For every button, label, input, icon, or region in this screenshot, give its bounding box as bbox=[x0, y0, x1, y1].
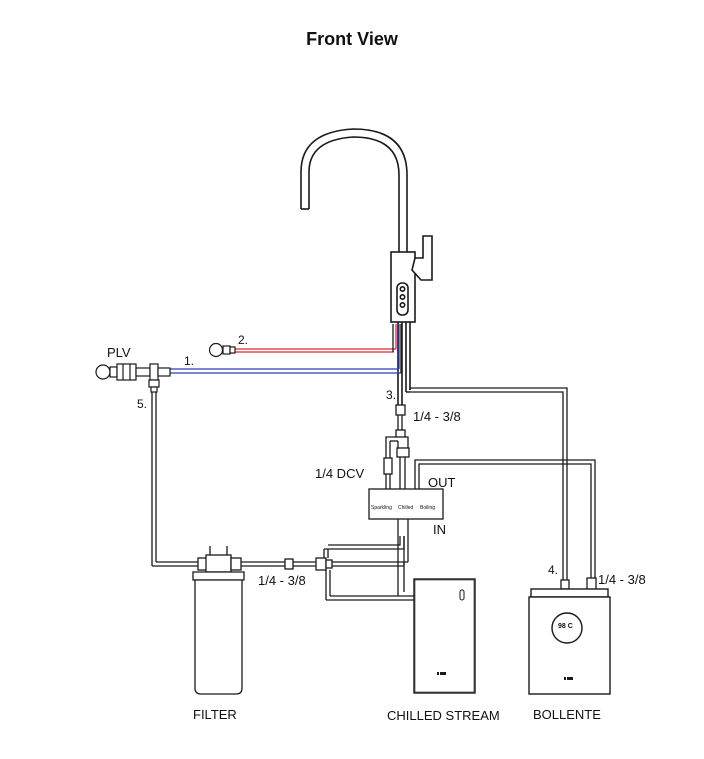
cold-water-line bbox=[170, 324, 402, 374]
box-to-chiller-line bbox=[397, 519, 405, 596]
item-5-label: 5. bbox=[137, 397, 148, 411]
dcv-label: 1/4 DCV bbox=[315, 466, 365, 481]
switch-label-boiling: Boiling bbox=[420, 505, 436, 511]
selector-box bbox=[368, 488, 444, 520]
fitting-size-filter: 1/4 - 3/8 bbox=[258, 573, 306, 588]
tee-branches bbox=[323, 519, 420, 601]
filter-feed-line bbox=[151, 392, 198, 567]
item-2-label: 2. bbox=[238, 333, 249, 347]
chilled-stream-unit bbox=[413, 578, 476, 694]
filter-cartridge bbox=[192, 546, 245, 695]
filter-outlet-line bbox=[241, 557, 333, 571]
chilled-stream-logo-icon bbox=[437, 672, 446, 675]
switch-label-sparkling: Sparkling bbox=[371, 505, 392, 511]
out-label: OUT bbox=[428, 475, 456, 490]
item-4-label: 4. bbox=[548, 563, 559, 577]
bollente-display bbox=[551, 612, 583, 644]
bollente-logo-icon bbox=[564, 677, 573, 680]
bollente-temperature: 98 C bbox=[558, 623, 573, 630]
hot-water-line bbox=[235, 324, 397, 353]
tap-spout bbox=[300, 128, 408, 253]
fitting-size-top: 1/4 - 3/8 bbox=[413, 409, 461, 424]
switch-label-chilled: Chilled bbox=[398, 505, 414, 511]
filter-label: FILTER bbox=[193, 707, 237, 722]
tap-line-3 bbox=[383, 404, 410, 489]
hot-valve bbox=[208, 342, 236, 358]
page-title: Front View bbox=[306, 29, 398, 49]
tap-lever bbox=[411, 235, 433, 281]
tap bbox=[300, 128, 433, 405]
plv-valve bbox=[95, 363, 171, 393]
item-3-label: 3. bbox=[386, 388, 397, 402]
in-label: IN bbox=[433, 522, 446, 537]
bollente-label: BOLLENTE bbox=[533, 707, 601, 722]
item-1-label: 1. bbox=[184, 354, 195, 368]
plv-label: PLV bbox=[107, 345, 131, 360]
chilled-stream-label: CHILLED STREAM bbox=[387, 708, 500, 723]
fitting-size-bollente: 1/4 - 3/8 bbox=[598, 572, 646, 587]
